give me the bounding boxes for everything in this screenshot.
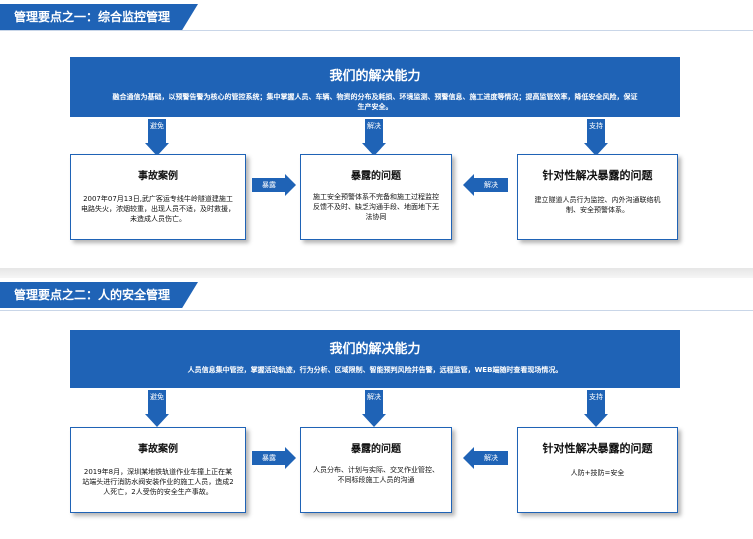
down-arrow-avoid: 避免 <box>145 119 169 156</box>
arrow-solve: 解决 <box>463 174 509 198</box>
down-arrow-support: 支持 <box>584 119 608 156</box>
down-arrow-solve: 解决 <box>362 119 386 156</box>
arrow-label: 暴露 <box>252 178 286 192</box>
box-title: 暴露的问题 <box>351 444 401 455</box>
banner-title: 我们的解决能力 <box>329 342 421 357</box>
arrow-head-icon <box>362 414 386 427</box>
targeted-solution-box: 针对性解决暴露的问题 人防+技防=安全 <box>517 427 678 513</box>
tag-underline <box>0 30 753 31</box>
section-tag: 管理要点之一：综合监控管理 <box>0 4 198 30</box>
banner-description: 融合通信为基础，以预警告警为核心的管控系统；集中掌握人员、车辆、物资的分布及耗损… <box>112 93 638 111</box>
accident-case-box: 事故案例 2019年8月，深圳某地铁轨道作业车撞上正在某站端头进行消防水阀安装作… <box>70 427 246 513</box>
arrow-label: 解决 <box>474 451 508 465</box>
box-body: 人员分布、计划与实际、交叉作业管控、不同标段施工人员的沟通 <box>313 466 439 484</box>
box-body: 2007年07月13日,武广客运专线牛岭隧道建施工电路失火，浓烟较重，出现人员不… <box>81 195 235 223</box>
solution-banner: 我们的解决能力 融合通信为基础，以预警告警为核心的管控系统；集中掌握人员、车辆、… <box>70 57 680 117</box>
arrow-expose: 暴露 <box>252 174 298 198</box>
box-body: 人防+技防=安全 <box>570 469 625 477</box>
arrow-head-icon <box>584 143 608 156</box>
box-title: 暴露的问题 <box>351 171 401 182</box>
box-title: 针对性解决暴露的问题 <box>542 442 653 455</box>
down-arrow-label: 避免 <box>148 390 166 415</box>
banner-title: 我们的解决能力 <box>329 69 421 84</box>
down-arrow-label: 避免 <box>148 119 166 144</box>
solution-banner: 我们的解决能力 人员信息集中管控，掌握活动轨迹，行为分析、区域限制、智能预判风险… <box>70 330 680 388</box>
down-arrow-label: 支持 <box>587 119 605 144</box>
section-personnel-safety: 管理要点之二：人的安全管理 我们的解决能力 人员信息集中管控，掌握活动轨迹，行为… <box>0 280 753 539</box>
arrow-expose: 暴露 <box>252 447 298 471</box>
arrow-head-icon <box>362 143 386 156</box>
arrow-right-icon <box>285 447 296 469</box>
section-divider <box>0 268 753 278</box>
arrow-head-icon <box>145 414 169 427</box>
down-arrow-avoid: 避免 <box>145 390 169 427</box>
arrow-left-icon <box>463 174 474 196</box>
section-comprehensive-monitoring: 管理要点之一：综合监控管理 我们的解决能力 融合通信为基础，以预警告警为核心的管… <box>0 0 753 268</box>
down-arrow-label: 支持 <box>587 390 605 415</box>
arrow-solve: 解决 <box>463 447 509 471</box>
arrow-head-icon <box>145 143 169 156</box>
targeted-solution-box: 针对性解决暴露的问题 建立隧道人员行为监控、内外沟通联络机制、安全预警体系。 <box>517 154 678 240</box>
box-title: 针对性解决暴露的问题 <box>542 169 653 182</box>
down-arrow-label: 解决 <box>365 390 383 415</box>
banner-description: 人员信息集中管控，掌握活动轨迹，行为分析、区域限制、智能预判风险并告警，远程监管… <box>187 366 563 374</box>
box-body: 施工安全预警体系不完备和施工过程监控反馈不及时、缺乏沟通手段、地面地下无法协同 <box>313 193 439 221</box>
down-arrow-label: 解决 <box>365 119 383 144</box>
down-arrow-solve: 解决 <box>362 390 386 427</box>
arrow-label: 暴露 <box>252 451 286 465</box>
arrow-label: 解决 <box>474 178 508 192</box>
section-tag: 管理要点之二：人的安全管理 <box>0 282 198 308</box>
down-arrow-support: 支持 <box>584 390 608 427</box>
arrow-head-icon <box>584 414 608 427</box>
arrow-left-icon <box>463 447 474 469</box>
box-title: 事故案例 <box>138 171 178 182</box>
box-body: 2019年8月，深圳某地铁轨道作业车撞上正在某站端头进行消防水阀安装作业的施工人… <box>82 468 234 496</box>
box-body: 建立隧道人员行为监控、内外沟通联络机制、安全预警体系。 <box>534 196 661 214</box>
tag-underline <box>0 310 753 311</box>
accident-case-box: 事故案例 2007年07月13日,武广客运专线牛岭隧道建施工电路失火，浓烟较重，… <box>70 154 246 240</box>
exposed-problem-box: 暴露的问题 人员分布、计划与实际、交叉作业管控、不同标段施工人员的沟通 <box>300 427 452 513</box>
box-title: 事故案例 <box>138 444 178 455</box>
exposed-problem-box: 暴露的问题 施工安全预警体系不完备和施工过程监控反馈不及时、缺乏沟通手段、地面地… <box>300 154 452 240</box>
arrow-right-icon <box>285 174 296 196</box>
